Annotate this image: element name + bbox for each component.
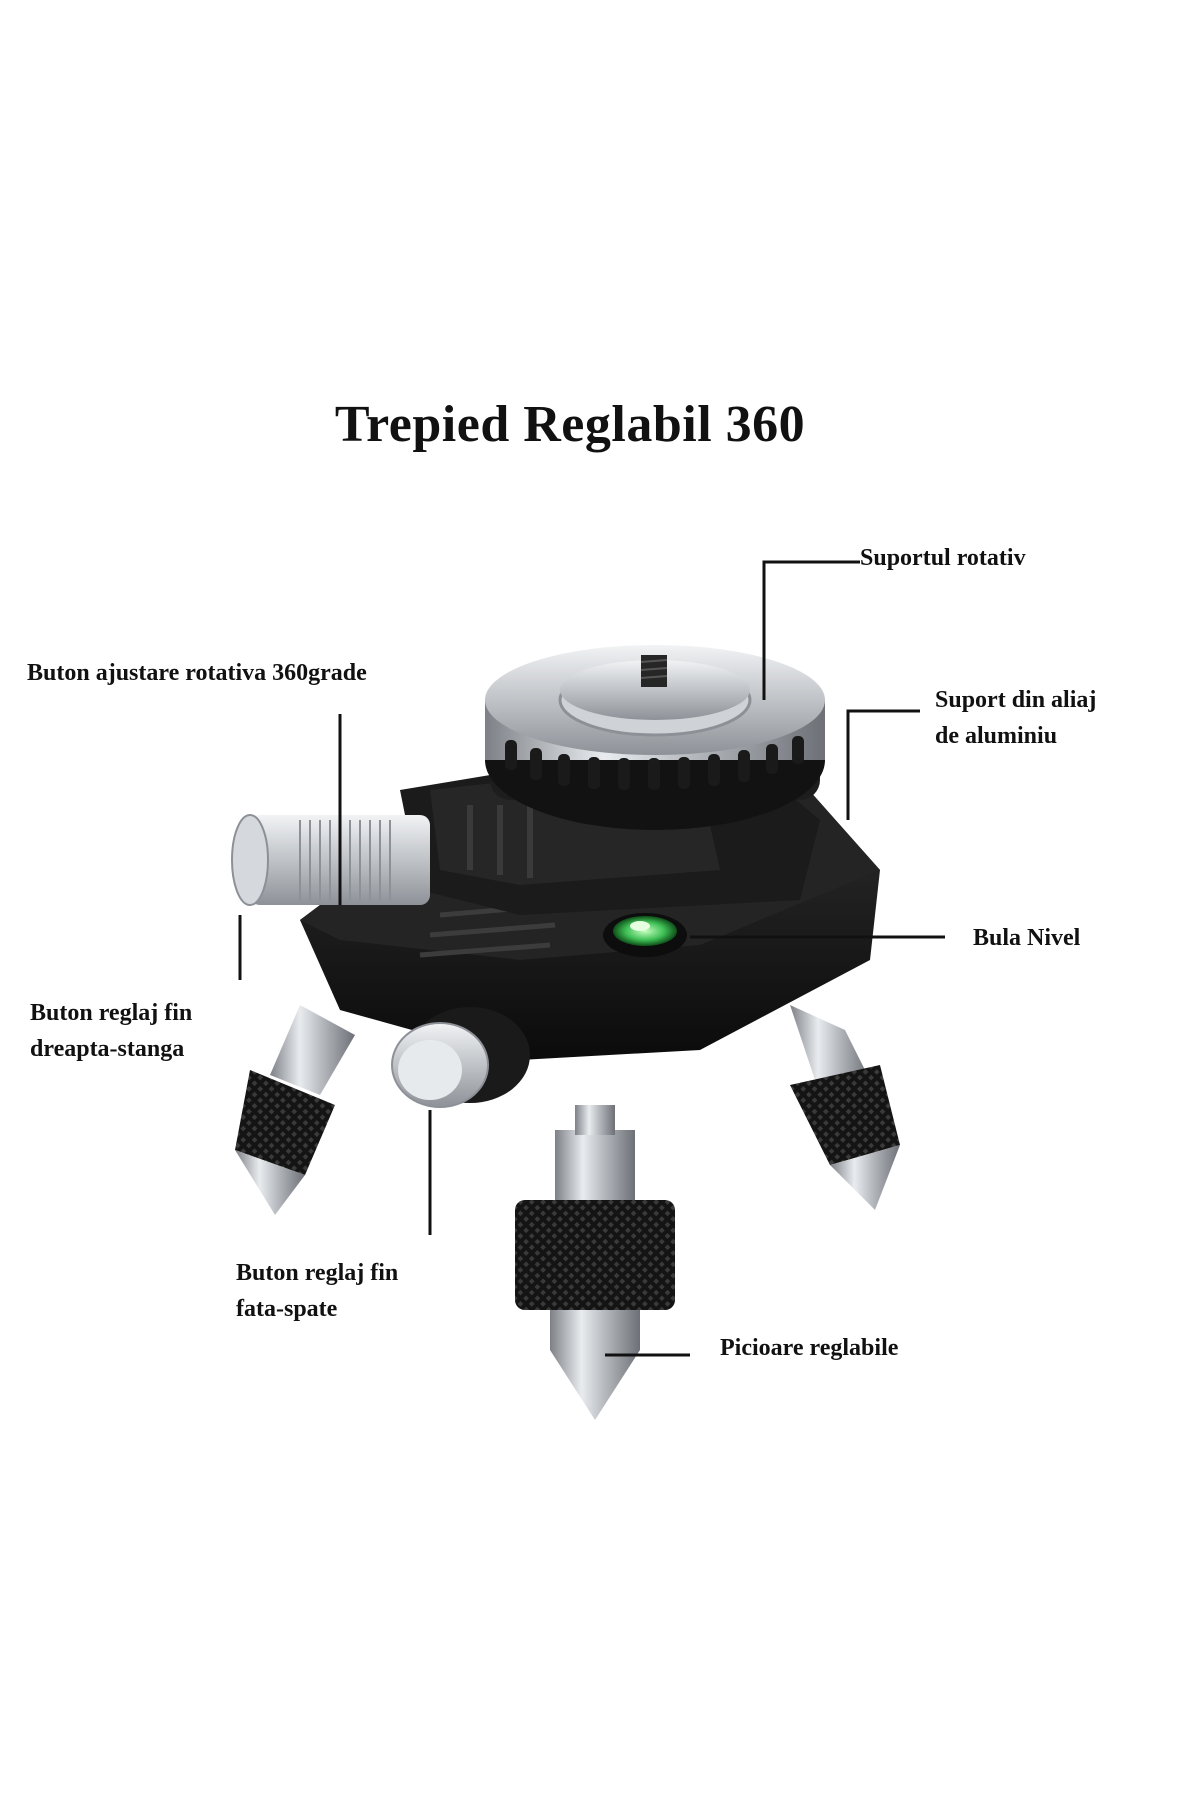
- label-aluminum-mount: Suport din aliaj de aluminiu: [935, 687, 1097, 749]
- label-fine-adjust-fb: Buton reglaj fin fata-spate: [236, 1260, 399, 1322]
- page-title: Trepied Reglabil 360: [334, 396, 806, 453]
- bubble-level: [603, 913, 687, 957]
- leader-aluminum-mount: [846, 709, 920, 820]
- leg-back-right: [790, 1005, 900, 1210]
- label-rotating-mount: Suportul rotativ: [860, 545, 1026, 571]
- leg-back-left: [235, 1005, 355, 1215]
- label-rotation-knob: Buton ajustare rotativa 360grade: [27, 660, 367, 686]
- leg-front: [515, 1105, 675, 1420]
- leader-lines: [238, 560, 945, 1357]
- fine-adjust-knob-front: [391, 1007, 530, 1108]
- label-bubble-level: Bula Nivel: [973, 925, 1081, 951]
- leader-rotating-mount: [762, 560, 860, 700]
- label-adjustable-legs: Picioare reglabile: [720, 1335, 899, 1361]
- rotating-mount: [485, 645, 825, 830]
- rotation-knob: [231, 814, 430, 906]
- label-fine-adjust-lr: Buton reglaj fin dreapta-stanga: [30, 1000, 193, 1062]
